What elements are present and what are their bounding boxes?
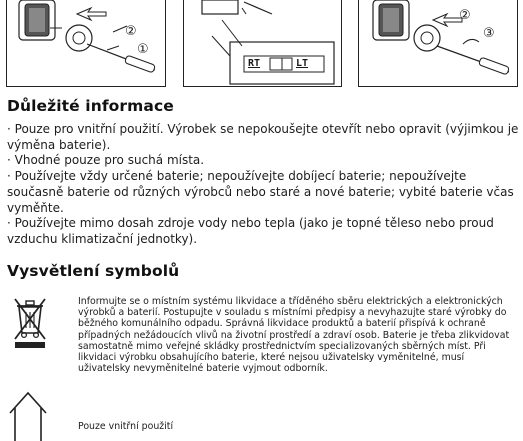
figure-3: ② ③ bbox=[358, 0, 518, 87]
house-icon bbox=[9, 391, 47, 441]
important-info-item-2: · Vhodné pouze pro suchá místa. bbox=[7, 153, 205, 168]
callout-2: ② bbox=[125, 24, 137, 39]
important-info-list: · Pouze pro vnitřní použití. Výrobek se … bbox=[7, 122, 519, 248]
figure-1: ② ① bbox=[6, 0, 166, 87]
important-info-item-1: · Pouze pro vnitřní použití. Výrobek se … bbox=[7, 122, 519, 152]
indoor-use-text: Pouze vnitřní použití bbox=[78, 421, 174, 432]
crossed-out-wheelie-bin-icon bbox=[14, 298, 46, 348]
switch-label-lt: LT bbox=[296, 58, 309, 69]
important-info-heading: Důležité informace bbox=[7, 97, 174, 115]
figure-2: RT LT bbox=[183, 0, 342, 87]
instruction-figures: ② ① RT LT ② ③ bbox=[0, 0, 523, 88]
callout-2: ② bbox=[459, 8, 471, 23]
weee-explanation-text: Informujte se o místním systému likvidac… bbox=[78, 296, 510, 375]
important-info-item-3: · Používejte vždy určené baterie; nepouž… bbox=[7, 169, 514, 215]
callout-3: ③ bbox=[483, 26, 495, 41]
figure-2-drawing bbox=[201, 0, 335, 85]
important-info-item-4: · Používejte mimo dosah zdroje vody nebo… bbox=[7, 216, 494, 246]
symbols-heading: Vysvětlení symbolů bbox=[7, 262, 180, 280]
callout-1: ① bbox=[137, 42, 149, 57]
figure-3-drawing bbox=[372, 0, 510, 75]
switch-label-rt: RT bbox=[248, 58, 261, 69]
figure-1-drawing bbox=[18, 0, 156, 73]
